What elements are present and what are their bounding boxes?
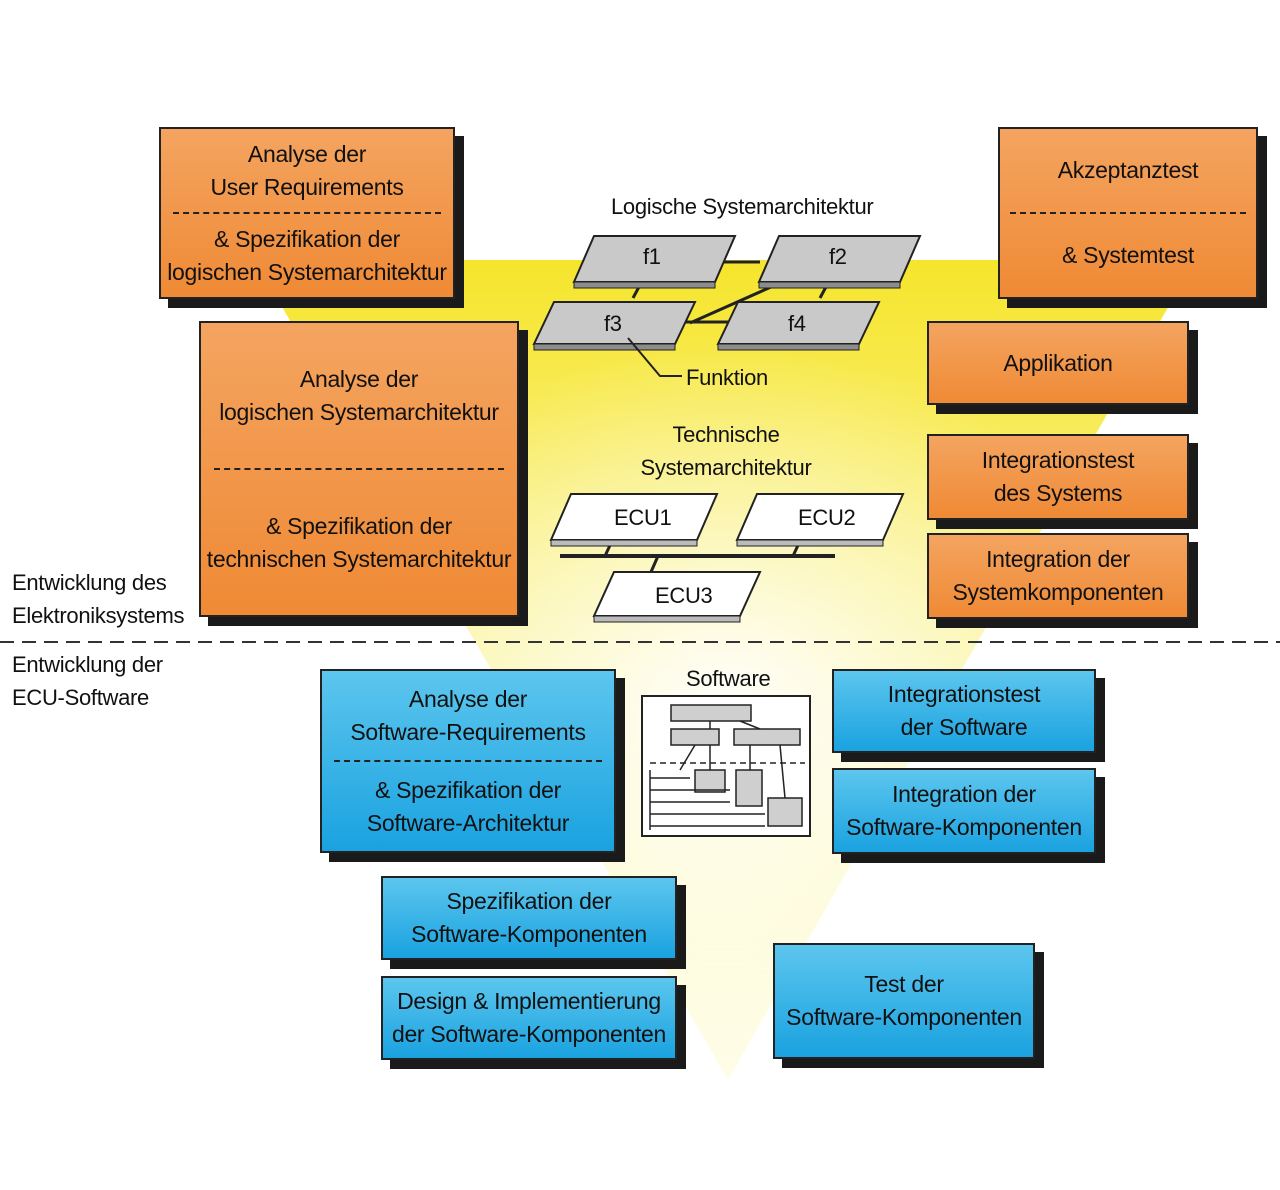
software-title: Software: [686, 666, 771, 691]
function-label-f2: f2: [829, 244, 847, 269]
function-caption: Funktion: [686, 365, 768, 390]
box-sw-design-implementation: Design & Implementierung der Software-Ko…: [381, 976, 677, 1060]
ecu-label-2: ECU2: [798, 505, 856, 530]
section-label-software: Entwicklung der ECU-Software: [12, 652, 163, 710]
function-label-f4: f4: [788, 311, 806, 336]
box-application: Applikation: [927, 321, 1189, 405]
ecu-label-3: ECU3: [655, 583, 713, 608]
function-label-f1: f1: [643, 244, 661, 269]
technical-architecture-title: Technische Systemarchitektur: [640, 422, 812, 480]
function-plates: [532, 235, 922, 377]
section-label-electronics: Entwicklung des Elektroniksystems: [12, 570, 185, 628]
box-sw-integration-test: Integrationstest der Software: [832, 669, 1096, 753]
ecu-label-1: ECU1: [614, 505, 672, 530]
box-acceptance-test: Akzeptanztest & Systemtest: [998, 127, 1258, 299]
ecu-plates: [549, 493, 905, 623]
box-sw-component-test: Test der Software-Komponenten: [773, 943, 1035, 1059]
software-illustration: [641, 695, 811, 837]
logical-architecture-title: Logische Systemarchitektur: [611, 194, 874, 219]
box-system-integration-test: Integrationstest des Systems: [927, 434, 1189, 520]
function-pointer: [627, 337, 682, 377]
box-system-component-integration: Integration der Systemkomponenten: [927, 533, 1189, 619]
box-sw-component-integration: Integration der Software-Komponenten: [832, 768, 1096, 854]
box-sw-component-spec: Spezifikation der Software-Komponenten: [381, 876, 677, 960]
function-label-f3: f3: [604, 311, 622, 336]
